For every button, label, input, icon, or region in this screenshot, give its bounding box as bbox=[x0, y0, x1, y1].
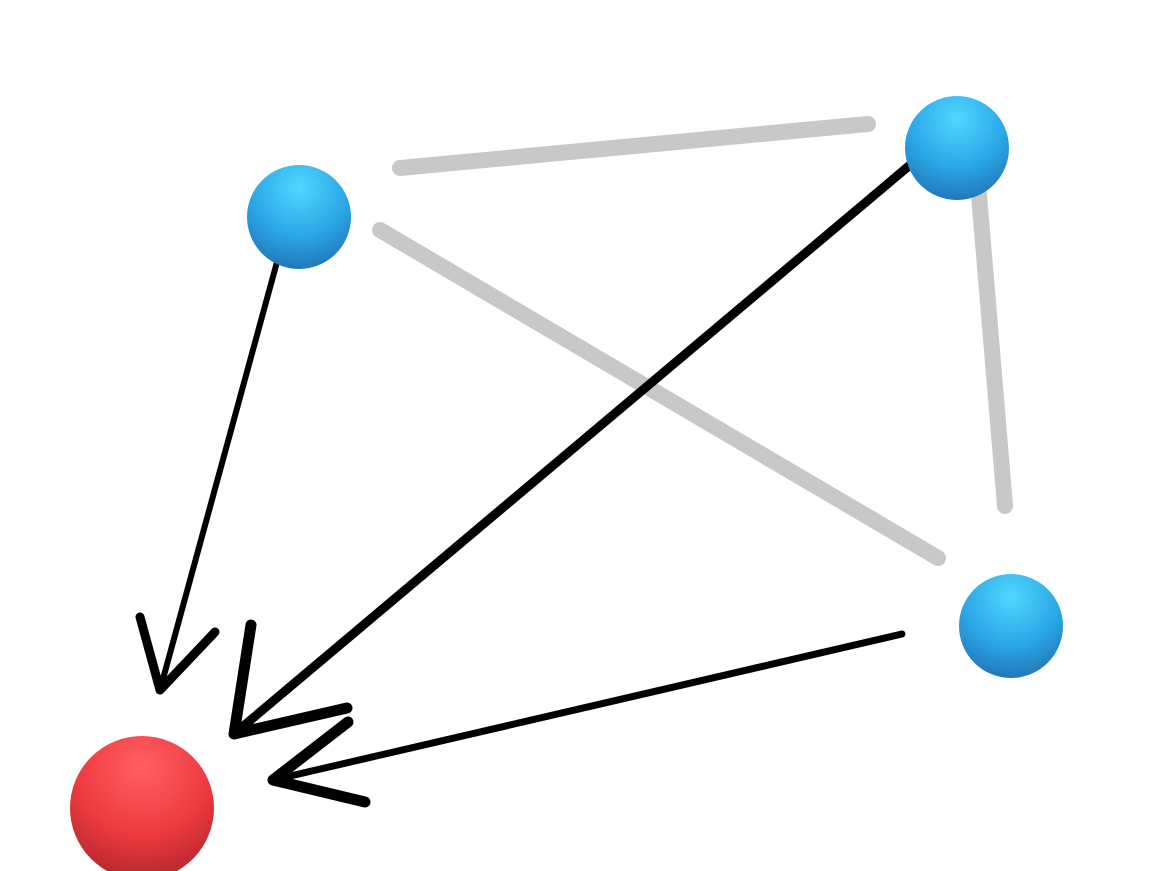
arrow-top-right-to-target bbox=[228, 160, 915, 740]
arrow-top-left-to-target bbox=[135, 259, 280, 695]
arrows bbox=[135, 160, 915, 808]
node-bottom-right bbox=[959, 574, 1063, 678]
connections bbox=[372, 116, 1013, 566]
arrowhead bbox=[267, 716, 371, 808]
node-top-right bbox=[905, 96, 1009, 200]
node-top-left bbox=[247, 165, 351, 269]
arrow-bottom-right-to-target bbox=[267, 630, 906, 808]
arrowhead bbox=[135, 612, 220, 695]
connection-top-right-bottom-right bbox=[971, 187, 1013, 514]
arrowhead bbox=[228, 619, 353, 740]
connection-top-left-bottom-right bbox=[372, 222, 946, 566]
connection-top-left-top-right bbox=[392, 116, 876, 176]
nodes bbox=[70, 96, 1063, 871]
node-target bbox=[70, 736, 214, 871]
